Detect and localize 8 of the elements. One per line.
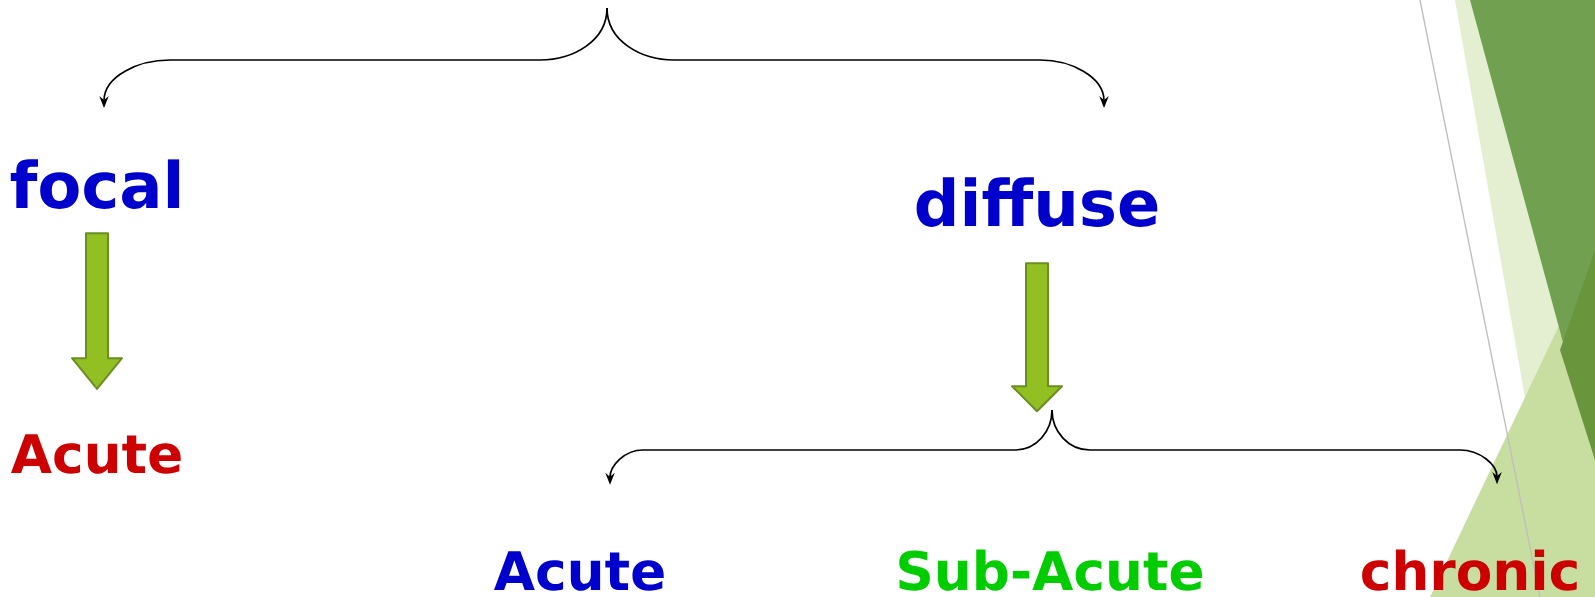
node-label: Acute — [494, 551, 664, 591]
node-label: diffuse — [916, 177, 1158, 227]
node-label: Sub-Acute — [899, 549, 1203, 591]
node-label: chronic — [1362, 549, 1577, 591]
node-label: Acute — [11, 434, 181, 474]
block-arrow — [1011, 262, 1063, 413]
node-label: focal — [10, 159, 180, 209]
block-arrow — [71, 232, 123, 390]
